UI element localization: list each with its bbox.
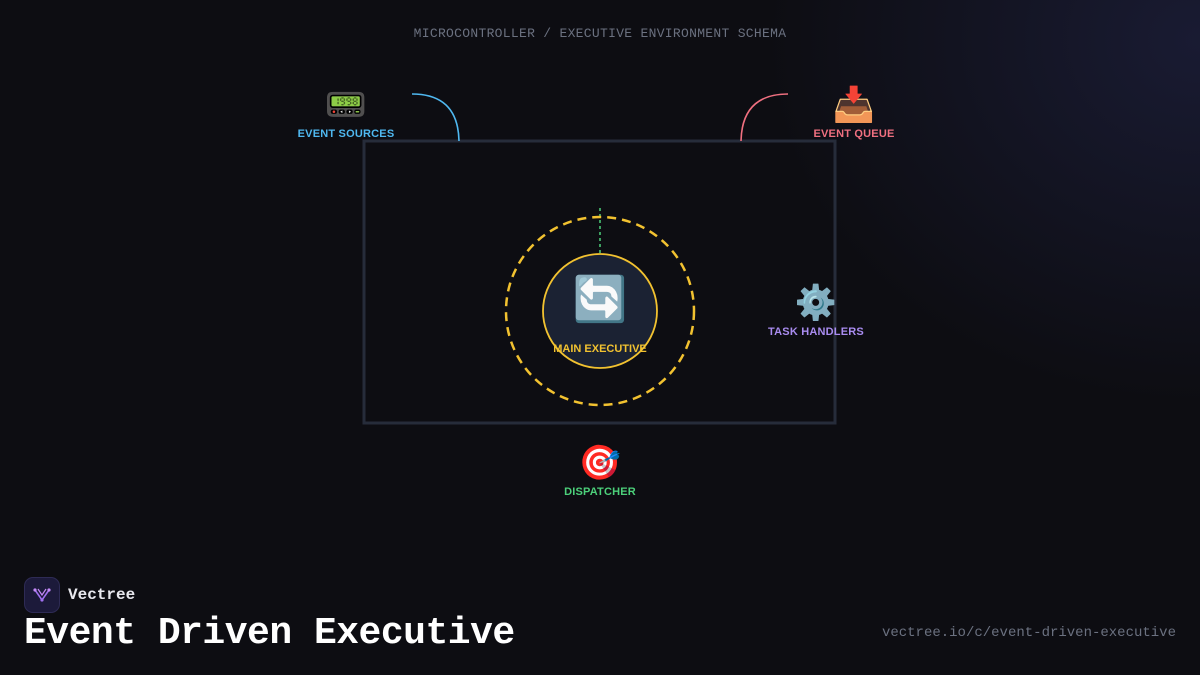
brand-name: Vectree	[68, 586, 136, 604]
event-queue-node: 📥 EVENT QUEUE	[784, 86, 924, 140]
main-executive-core	[542, 253, 658, 369]
pager-icon: 📟	[324, 85, 368, 125]
event-sources-label: EVENT SOURCES	[297, 128, 395, 140]
vectree-logo-icon	[24, 577, 60, 613]
brand: Vectree	[24, 577, 135, 613]
executive-orbit-ring	[504, 215, 696, 407]
main-executive-label: MAIN EXECUTIVE	[553, 343, 647, 355]
page-title: Event Driven Executive	[24, 612, 515, 655]
event-sources-connector	[411, 93, 460, 142]
gear-icon: ⚙️	[794, 283, 838, 323]
event-queue-label: EVENT QUEUE	[813, 128, 895, 140]
page-url[interactable]: vectree.io/c/event-driven-executive	[881, 625, 1176, 641]
task-handlers-label: TASK HANDLERS	[768, 326, 864, 338]
target-icon: 🎯	[578, 443, 622, 483]
dispatcher-label: DISPATCHER	[564, 486, 636, 498]
task-handlers-node: ⚙️ TASK HANDLERS	[746, 284, 886, 338]
dispatcher-node: 🎯 DISPATCHER	[530, 444, 670, 498]
loop-arrows-icon: 🔄	[572, 274, 628, 325]
inbox-tray-icon: 📥	[832, 85, 876, 125]
event-queue-connector	[740, 93, 789, 142]
environment-boundary	[362, 139, 837, 425]
event-sources-node: 📟 EVENT SOURCES	[276, 86, 416, 140]
schema-label: MICROCONTROLLER / EXECUTIVE ENVIRONMENT …	[413, 26, 787, 41]
